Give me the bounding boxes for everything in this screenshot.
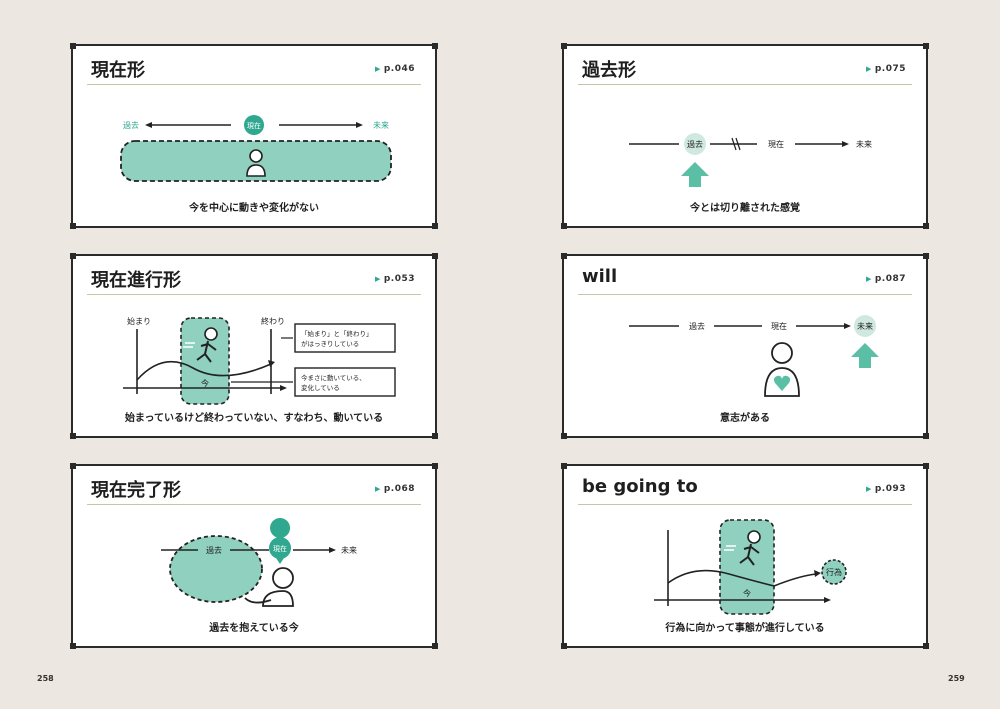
card-caption: 始まっているけど終わっていない、すなわち、動いている xyxy=(124,413,384,424)
card-present-perfect: 現在完了形 p.068 過去 現在 未来 過去を抱えている今 xyxy=(70,463,438,649)
page-reference: p.093 xyxy=(866,484,906,494)
card-title: will xyxy=(582,266,618,287)
note-text: がはっきりしている xyxy=(301,339,359,348)
now-range xyxy=(180,317,230,405)
card-caption: 今を中心に動きや変化がない xyxy=(189,203,319,214)
card-caption: 行為に向かって事態が進行している xyxy=(665,623,825,634)
label-now: 今 xyxy=(743,588,751,598)
now-bubble xyxy=(269,537,291,559)
will-diagram: 過去 現在 未来 xyxy=(629,315,879,397)
card-caption: 過去を抱えている今 xyxy=(209,623,299,634)
card-title: be going to xyxy=(582,476,698,497)
now-range xyxy=(719,519,775,615)
running-person-icon xyxy=(183,327,218,363)
note-box-moving xyxy=(294,367,396,397)
going-to-diagram: 今 行為 xyxy=(654,519,847,615)
divider xyxy=(87,84,421,85)
label-future: 未来 xyxy=(856,139,872,149)
action-bubble xyxy=(821,559,847,585)
present-diagram: 過去 現在 未来 xyxy=(120,115,392,182)
card-title: 現在形 xyxy=(91,60,145,81)
card-title: 現在進行形 xyxy=(91,270,181,291)
label-action: 行為 xyxy=(826,567,842,577)
card-will: will p.087 過去 現在 未来 意志がある xyxy=(561,253,929,439)
label-past: 過去 xyxy=(687,139,703,149)
up-arrow-icon xyxy=(681,162,709,187)
divider xyxy=(87,294,421,295)
divider xyxy=(578,504,912,505)
label-now: 現在 xyxy=(247,121,261,130)
progressive-diagram: 始まり 終わり 今 「始まり」と「終わり」 がはっきりしている 今まさに動いてい… xyxy=(123,316,396,405)
label-start: 始まり xyxy=(127,316,151,326)
cut-mark xyxy=(731,137,737,151)
card-title: 過去形 xyxy=(582,60,636,81)
label-now: 現在 xyxy=(273,544,287,553)
perfect-diagram: 過去 現在 未来 xyxy=(161,518,357,607)
label-end: 終わり xyxy=(261,316,285,326)
page-number-left: 258 xyxy=(37,674,54,683)
card-be-going-to: be going to p.093 今 行為 行為に向かって事態が進行している xyxy=(561,463,929,649)
trend-curve xyxy=(136,360,272,381)
note-box-start-end xyxy=(294,323,396,353)
future-bubble xyxy=(854,315,876,337)
divider xyxy=(578,294,912,295)
label-future: 未来 xyxy=(857,321,873,331)
page-reference: p.075 xyxy=(866,64,906,74)
person-with-heart-icon xyxy=(764,342,800,397)
label-now: 今 xyxy=(201,378,209,388)
label-now: 現在 xyxy=(768,139,784,149)
trend-curve xyxy=(667,569,817,587)
label-future: 未来 xyxy=(341,545,357,555)
label-now: 現在 xyxy=(771,321,787,331)
card-past-simple: 過去形 p.075 過去 現在 未来 今とは切り離された感覚 xyxy=(561,43,929,229)
label-future: 未来 xyxy=(373,120,389,130)
label-past: 過去 xyxy=(123,120,139,130)
label-past: 過去 xyxy=(206,545,222,555)
note-text: 変化している xyxy=(301,383,340,392)
person-hugging-icon xyxy=(244,567,294,607)
page-reference: p.087 xyxy=(866,274,906,284)
past-diagram: 過去 現在 未来 xyxy=(629,133,872,187)
up-arrow-icon xyxy=(851,343,879,368)
label-past: 過去 xyxy=(689,321,705,331)
person-icon xyxy=(246,149,266,177)
card-caption: 意志がある xyxy=(720,413,770,424)
past-bubble xyxy=(684,133,706,155)
now-bubble xyxy=(244,115,264,135)
page-reference: p.053 xyxy=(375,274,415,284)
past-blob xyxy=(169,535,263,603)
note-text: 「始まり」と「終わり」 xyxy=(301,329,373,338)
card-title: 現在完了形 xyxy=(91,480,181,501)
divider xyxy=(578,84,912,85)
page-reference: p.046 xyxy=(375,64,415,74)
divider xyxy=(87,504,421,505)
running-person-icon xyxy=(724,530,761,566)
card-present-simple: 現在形 p.046 過去 現在 未来 今を中心に動きや変化がない xyxy=(70,43,438,229)
note-text: 今まさに動いている、 xyxy=(301,373,366,382)
page-reference: p.068 xyxy=(375,484,415,494)
card-caption: 今とは切り離された感覚 xyxy=(690,203,800,214)
page-number-right: 259 xyxy=(948,674,965,683)
card-present-progressive: 現在進行形 p.053 始まり 終わり 今 「始まり」と「終わり」 がはっきりし… xyxy=(70,253,438,439)
